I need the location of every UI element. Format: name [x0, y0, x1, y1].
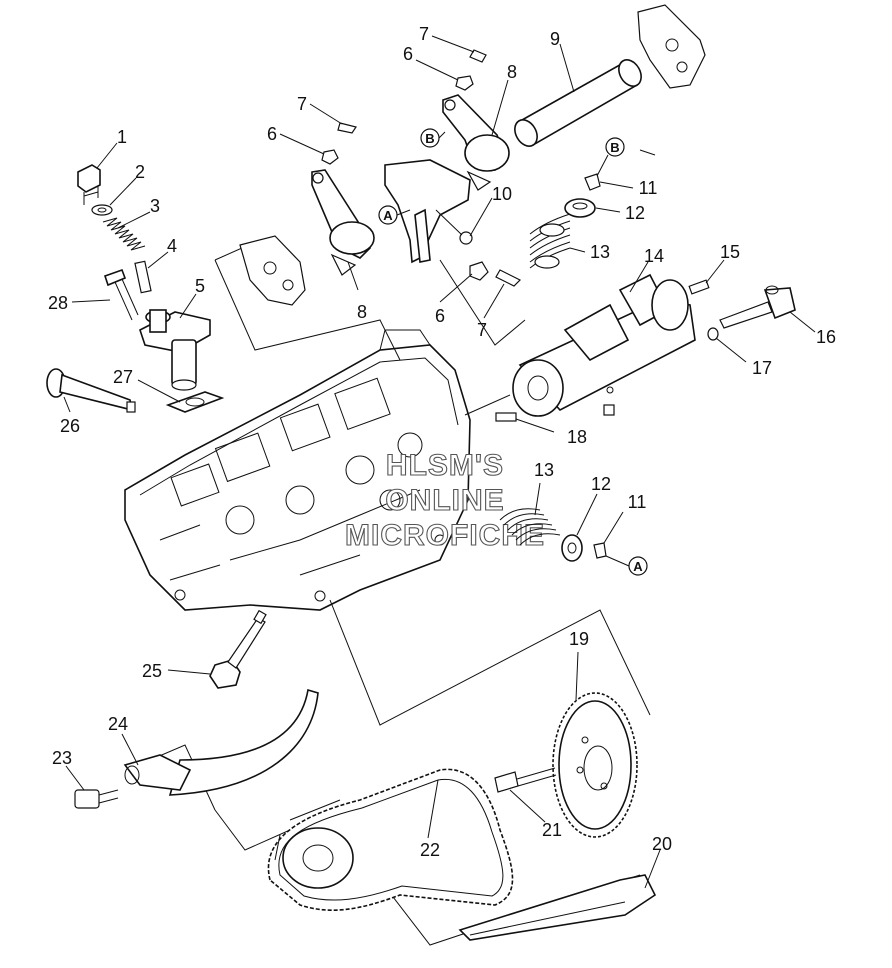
- callout-7: 7: [297, 94, 307, 114]
- watermark: HLSM'S ONLINE MICROFICHE: [344, 448, 545, 552]
- callout-7: 7: [419, 24, 429, 44]
- callout-9: 9: [550, 29, 560, 49]
- plunger-pin: [134, 260, 152, 294]
- callout-7: 7: [477, 320, 487, 340]
- ref-marker-b-2: B: [605, 137, 625, 157]
- callout-11: 11: [628, 492, 647, 512]
- callout-21: 21: [542, 820, 562, 840]
- callout-5: 5: [195, 276, 205, 296]
- callouts: 1 2 3 4 5 28 27 26 6 7 8 6 7: [48, 24, 836, 889]
- decompressor: [719, 285, 796, 329]
- callout-2: 2: [135, 162, 145, 182]
- callout-16: 16: [816, 327, 836, 347]
- callout-12: 12: [625, 203, 645, 223]
- callout-12: 12: [591, 474, 611, 494]
- chain-guide-rear: [458, 874, 657, 941]
- callout-4: 4: [167, 236, 177, 256]
- rocker-nut-lower: [469, 261, 489, 281]
- ref-marker-label: A: [633, 559, 643, 574]
- ref-marker-label: A: [383, 208, 393, 223]
- callout-27: 27: [113, 367, 133, 387]
- callout-25: 25: [142, 661, 162, 681]
- callout-22: 22: [420, 840, 440, 860]
- rocker-screw-left: [337, 122, 357, 134]
- cylinder-head: [124, 329, 471, 611]
- exhaust-valve: [209, 609, 267, 689]
- callout-10: 10: [492, 184, 512, 204]
- spring-retainer-upper: [564, 198, 596, 218]
- callout-1: 1: [117, 127, 127, 147]
- callout-17: 17: [752, 358, 772, 378]
- decompressor-clip: [707, 327, 719, 341]
- cam-sprocket: [552, 692, 638, 838]
- cam-chain-tensioner: [139, 309, 211, 391]
- rocker-screw-lower: [495, 269, 522, 287]
- rocker-nut-left: [321, 149, 339, 165]
- watermark-line-3: MICROFICHE: [345, 519, 545, 552]
- callout-13: 13: [534, 460, 554, 480]
- ref-marker-a-2: A: [628, 556, 648, 576]
- chain-guide-front: [123, 688, 319, 796]
- callout-6: 6: [267, 124, 277, 144]
- valve-spring-upper: [529, 213, 571, 269]
- callout-23: 23: [52, 748, 72, 768]
- callout-15: 15: [720, 242, 740, 262]
- cover-piece-left: [239, 235, 306, 306]
- intake-valve: [46, 368, 136, 413]
- callout-8: 8: [357, 302, 367, 322]
- sprocket-bolt: [494, 767, 557, 793]
- valve-keeper-lower: [593, 542, 607, 559]
- crank-sprocket: [274, 799, 354, 889]
- camshaft-pin: [688, 279, 710, 295]
- cover-piece-top: [637, 4, 706, 89]
- tensioner-gasket: [165, 391, 225, 413]
- tensioner-bolt: [77, 164, 101, 205]
- rocker-arm-left: [311, 169, 375, 276]
- callout-18: 18: [567, 427, 587, 447]
- rocker-screw-upper: [469, 49, 487, 63]
- callout-11: 11: [639, 178, 658, 198]
- dowel-pin: [495, 412, 517, 422]
- sealing-washer: [91, 204, 113, 216]
- callout-19: 19: [569, 629, 589, 649]
- callout-6: 6: [435, 306, 445, 326]
- camshaft: [512, 273, 696, 417]
- callout-26: 26: [60, 416, 80, 436]
- callout-20: 20: [652, 834, 672, 854]
- bracket-lines: [149, 149, 656, 946]
- watermark-line-2: ONLINE: [385, 484, 504, 517]
- watermark-line-1: HLSM'S: [386, 449, 504, 482]
- ref-marker-label: B: [610, 140, 619, 155]
- spring-retainer-lower: [561, 534, 583, 562]
- callout-14: 14: [644, 246, 664, 266]
- rocker-arm-upper: [442, 94, 510, 191]
- rocker-arm-center: [384, 159, 473, 264]
- tensioner-spring: [102, 217, 146, 251]
- valve-spring-lower: [499, 508, 561, 546]
- tensioner-mount-bolt: [103, 268, 139, 321]
- callout-28: 28: [48, 293, 68, 313]
- callout-24: 24: [108, 714, 128, 734]
- callout-8: 8: [507, 62, 517, 82]
- rocker-shaft: [514, 59, 642, 147]
- callout-6: 6: [403, 44, 413, 64]
- rocker-nut-upper: [455, 75, 474, 91]
- ref-marker-label: B: [425, 131, 434, 146]
- callout-3: 3: [150, 196, 160, 216]
- valve-keeper-upper: [584, 173, 601, 191]
- callout-13: 13: [590, 242, 610, 262]
- ref-marker-b-1: B: [420, 128, 440, 148]
- guide-bolt: [74, 789, 119, 809]
- ref-marker-a-1: A: [378, 205, 398, 225]
